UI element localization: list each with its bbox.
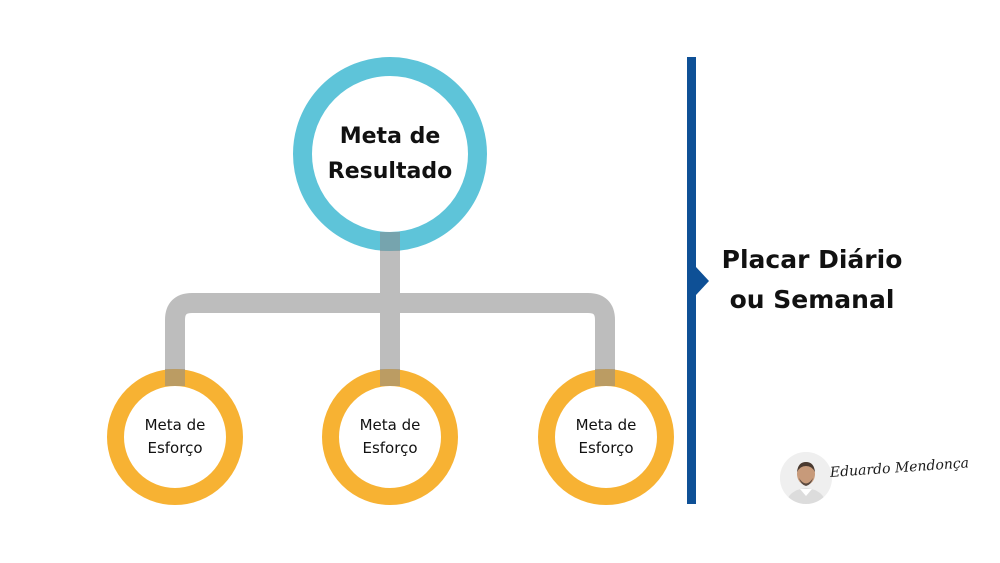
goal-node-effort-1: Meta de Esforço: [107, 369, 243, 505]
label-line: Esforço: [147, 439, 203, 457]
author-avatar: [780, 452, 832, 504]
goal-node-effort-3: Meta de Esforço: [538, 369, 674, 505]
scoreboard-label: Placar Diário ou Semanal: [712, 240, 912, 320]
scoreboard-label-line: Placar Diário: [721, 245, 903, 274]
connector-tree: [165, 232, 615, 380]
goal-node-effort-label: Meta de Esforço: [360, 414, 421, 460]
vertical-divider: [687, 57, 696, 504]
author-credit: Eduardo Mendonça: [780, 452, 970, 508]
divider-arrow-icon: [696, 267, 709, 295]
goal-node-effort-label: Meta de Esforço: [145, 414, 206, 460]
person-icon: [780, 452, 832, 504]
goal-node-effort-label: Meta de Esforço: [576, 414, 637, 460]
label-line: Meta de: [575, 416, 637, 434]
label-line: Meta de: [144, 416, 206, 434]
scoreboard-label-line: ou Semanal: [729, 285, 895, 314]
goal-node-result-label: Meta de Resultado: [328, 119, 452, 189]
label-line: Resultado: [327, 159, 453, 184]
author-signature: Eduardo Mendonça: [829, 455, 970, 481]
goal-node-effort-2: Meta de Esforço: [322, 369, 458, 505]
goal-node-result: Meta de Resultado: [293, 57, 487, 251]
label-line: Esforço: [578, 439, 634, 457]
label-line: Meta de: [359, 416, 421, 434]
label-line: Esforço: [362, 439, 418, 457]
label-line: Meta de: [339, 124, 441, 149]
